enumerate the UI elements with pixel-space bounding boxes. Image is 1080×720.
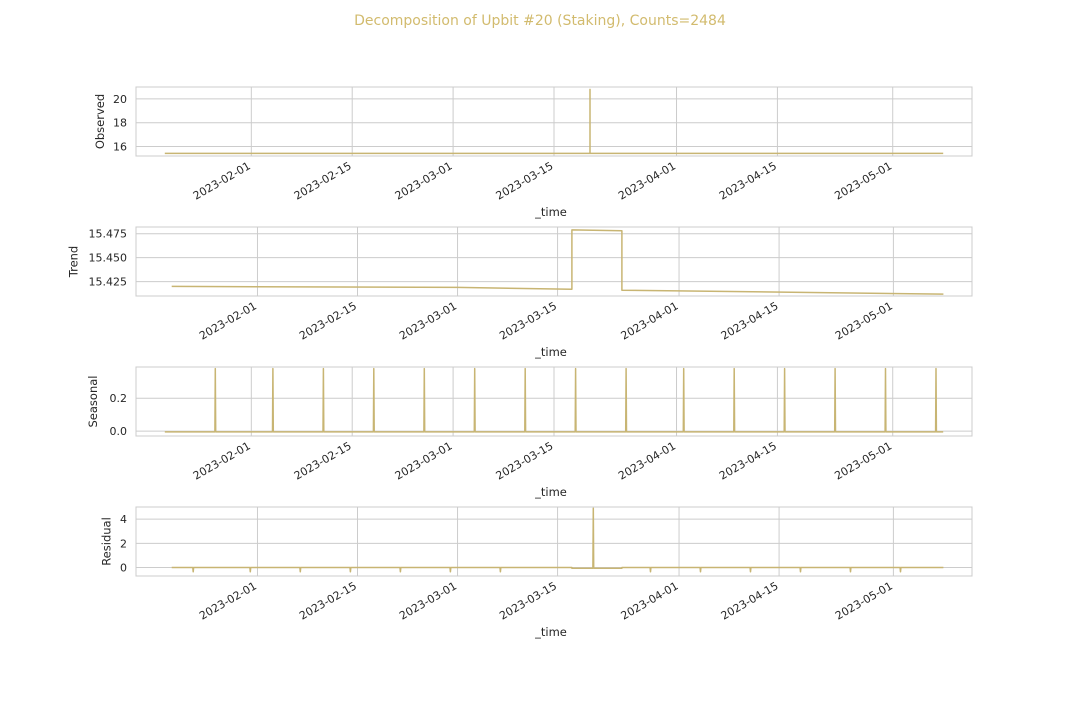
x-tick-label: 2023-04-01 <box>616 439 678 482</box>
x-tick-label: 2023-04-15 <box>717 159 779 202</box>
x-tick-label: 2023-03-01 <box>397 299 459 342</box>
y-tick-label: 15.425 <box>89 276 128 289</box>
x-tick-label: 2023-03-15 <box>497 579 559 622</box>
x-tick-label: 2023-02-01 <box>191 159 253 202</box>
y-axis-label: Seasonal <box>86 376 100 428</box>
y-tick-label: 0 <box>120 562 127 575</box>
subplot-residual: 0 2 4 2023-02-01 2023-02-15 2023-03-01 2023-03… <box>99 506 973 639</box>
subplot-trend: 15.425 15.450 15.475 2023-02-01 2023-02-15 20… <box>66 226 973 359</box>
figure-title: Decomposition of Upbit #20 (Staking), Co… <box>354 13 726 29</box>
x-tick-label: 2023-03-15 <box>494 159 556 202</box>
x-tick-label: 2023-03-01 <box>393 439 455 482</box>
axes-frame <box>135 86 973 157</box>
subplot-seasonal: 0.0 0.2 2023-02-01 2023-02-15 2023-03-01 2023… <box>86 366 973 499</box>
x-tick-label: 2023-02-15 <box>297 579 359 622</box>
y-tick-label: 4 <box>120 513 127 526</box>
y-tick-label: 20 <box>113 93 127 106</box>
y-tick-label: 15.450 <box>89 252 128 265</box>
x-tick-label: 2023-04-01 <box>619 299 681 342</box>
axes-frame <box>135 226 973 297</box>
x-tick-label: 2023-05-01 <box>833 579 895 622</box>
y-tick-label: 15.475 <box>89 228 128 241</box>
x-tick-label: 2023-03-15 <box>497 299 559 342</box>
x-axis-label: _time <box>534 625 567 639</box>
series-line <box>164 88 944 155</box>
x-tick-label: 2023-02-15 <box>292 439 354 482</box>
x-tick-label: 2023-04-15 <box>717 439 779 482</box>
y-axis-label: Observed <box>93 94 107 149</box>
y-tick-label: 2 <box>120 537 127 550</box>
x-axis-label: _time <box>534 205 567 219</box>
x-tick-label: 2023-04-01 <box>619 579 681 622</box>
x-tick-label: 2023-05-01 <box>833 299 895 342</box>
axes-frame <box>135 506 973 577</box>
y-tick-label: 0.0 <box>110 425 128 438</box>
x-tick-label: 2023-02-15 <box>297 299 359 342</box>
subplot-observed: 16 18 20 2023-02-01 2023-02-15 2023-03-01 2023… <box>93 86 973 219</box>
series-line <box>164 367 944 433</box>
x-axis-label: _time <box>534 345 567 359</box>
axes-frame <box>135 366 973 437</box>
y-axis-label: Trend <box>66 246 80 278</box>
x-tick-label: 2023-04-15 <box>719 299 781 342</box>
x-tick-label: 2023-04-01 <box>616 159 678 202</box>
y-tick-label: 0.2 <box>110 392 128 405</box>
x-axis-label: _time <box>534 485 567 499</box>
x-tick-label: 2023-02-01 <box>197 299 259 342</box>
x-tick-label: 2023-04-15 <box>719 579 781 622</box>
x-tick-label: 2023-05-01 <box>832 159 894 202</box>
series-line <box>171 507 944 573</box>
x-tick-label: 2023-03-01 <box>393 159 455 202</box>
series-line <box>171 229 944 295</box>
y-axis-label: Residual <box>99 517 113 566</box>
y-tick-label: 18 <box>113 117 127 130</box>
x-tick-label: 2023-03-01 <box>397 579 459 622</box>
x-tick-label: 2023-03-15 <box>494 439 556 482</box>
y-tick-label: 16 <box>113 140 127 153</box>
x-tick-label: 2023-02-01 <box>197 579 259 622</box>
x-tick-label: 2023-05-01 <box>832 439 894 482</box>
x-tick-label: 2023-02-15 <box>292 159 354 202</box>
x-tick-label: 2023-02-01 <box>191 439 253 482</box>
